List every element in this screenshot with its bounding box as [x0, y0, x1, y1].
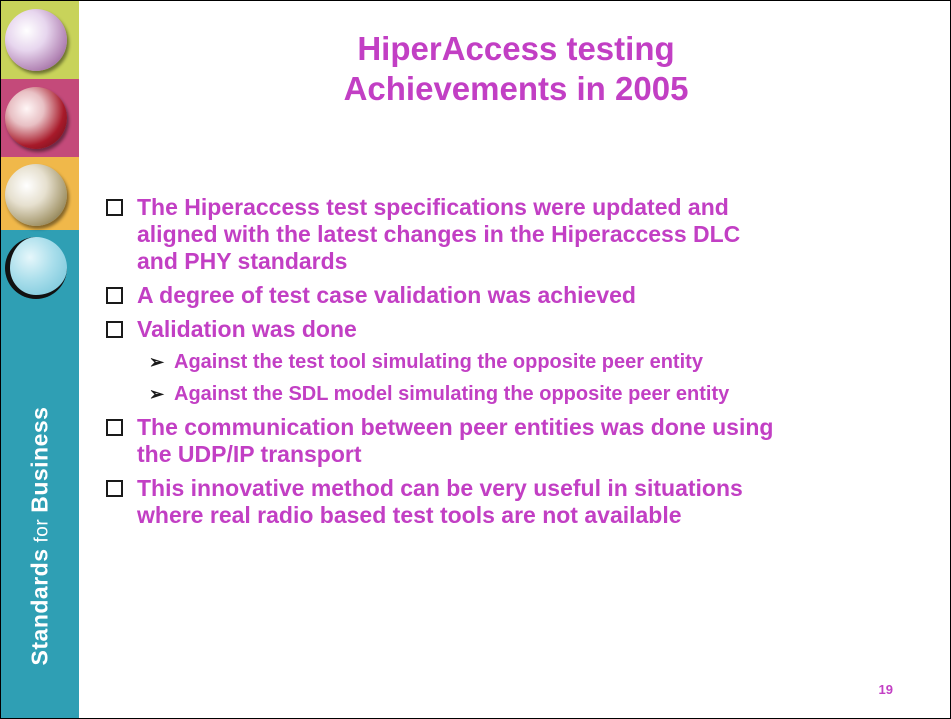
- sidebar-band-4: [1, 230, 79, 718]
- bullet-line: where real radio based test tools are no…: [137, 502, 682, 528]
- bullet-line: A degree of test case validation was ach…: [137, 282, 636, 308]
- checkbox-bullet-icon: [106, 321, 123, 338]
- bullet-line: the UDP/IP transport: [137, 441, 362, 467]
- checkbox-bullet-icon: [106, 199, 123, 216]
- arrow-bullet-icon: ➢: [149, 352, 165, 372]
- globe-icon-3: [5, 164, 67, 226]
- brand-text-standards: Standards: [26, 548, 53, 666]
- bullet-line: This innovative method can be very usefu…: [137, 475, 743, 501]
- checkbox-bullet-icon: [106, 287, 123, 304]
- arrow-bullet-icon: ➢: [149, 384, 165, 404]
- sub-bullet-item: ➢ Against the SDL model simulating the o…: [104, 382, 934, 406]
- bullet-item: The Hiperaccess test specifications were…: [104, 194, 934, 275]
- globe-icon-4: [5, 237, 67, 299]
- bullet-line: The communication between peer entities …: [137, 414, 774, 440]
- bullet-line: The Hiperaccess test specifications were…: [137, 194, 729, 220]
- bullet-item: This innovative method can be very usefu…: [104, 475, 934, 529]
- slide-title-line-1: HiperAccess testing: [357, 30, 675, 67]
- bullet-line: and PHY standards: [137, 248, 348, 274]
- brand-text-for: for: [31, 518, 53, 543]
- sub-bullet-item: ➢ Against the test tool simulating the o…: [104, 350, 934, 374]
- bullet-line: Validation was done: [137, 316, 357, 342]
- slide-content: The Hiperaccess test specifications were…: [104, 194, 934, 536]
- checkbox-bullet-icon: [106, 480, 123, 497]
- bullet-line: aligned with the latest changes in the H…: [137, 221, 741, 247]
- bullet-item: Validation was done: [104, 316, 934, 343]
- sub-bullet-text: Against the SDL model simulating the opp…: [174, 383, 730, 405]
- sub-bullet-text: Against the test tool simulating the opp…: [174, 351, 703, 373]
- brand-text-business: Business: [26, 406, 53, 513]
- slide-title-line-2: Achievements in 2005: [343, 70, 689, 107]
- page-number: 19: [878, 682, 893, 697]
- bullet-item: The communication between peer entities …: [104, 414, 934, 468]
- slide-title: HiperAccess testing Achievements in 2005: [81, 29, 950, 109]
- sidebar: Standards for Business: [1, 1, 79, 718]
- globe-icon-2: [5, 87, 67, 149]
- globe-icon-1: [5, 9, 67, 71]
- bullet-item: A degree of test case validation was ach…: [104, 282, 934, 309]
- checkbox-bullet-icon: [106, 419, 123, 436]
- brand-text: Standards for Business: [27, 407, 54, 666]
